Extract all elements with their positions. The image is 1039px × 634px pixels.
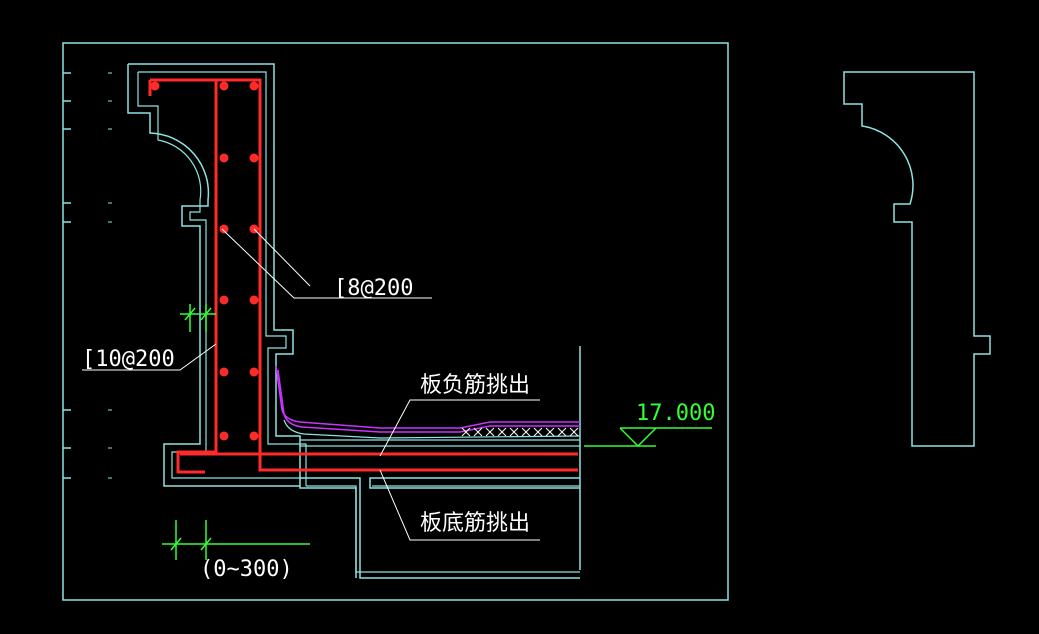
elevation-marker xyxy=(584,427,712,448)
rebar-vertical-left xyxy=(176,80,218,474)
slab-outline xyxy=(300,439,580,573)
waterproof-layer-1 xyxy=(275,365,580,429)
leaders xyxy=(82,228,540,541)
profile-outline xyxy=(843,71,991,447)
side-bar-callout: [10@200 xyxy=(82,347,175,372)
bottom-bar-note: 板底筋挑出 xyxy=(420,511,530,536)
projection-range: (0~300) xyxy=(200,557,293,582)
rebar xyxy=(148,78,578,474)
dimension-side xyxy=(180,304,216,332)
rebar-outer-stirrup xyxy=(150,78,578,472)
stirrup-callout: [8@200 xyxy=(334,276,413,301)
leader-side-bar xyxy=(82,343,217,371)
leader-bottom-bar xyxy=(379,469,540,541)
section-ticks xyxy=(108,72,112,479)
dimension-bottom xyxy=(162,520,310,560)
drawing-frame xyxy=(62,42,729,601)
waterproof-layer-3 xyxy=(283,419,581,439)
parapet-outline-outer xyxy=(127,63,580,579)
leader-stirrup-2 xyxy=(253,228,311,287)
leader-top-bar xyxy=(379,399,540,457)
screed-hatch xyxy=(461,427,579,437)
parapet-outline-inner xyxy=(137,71,307,479)
top-bar-note: 板负筋挑出 xyxy=(420,373,530,398)
frame-ticks xyxy=(63,72,71,479)
elevation-label: 17.000 xyxy=(636,401,715,426)
leader-stirrup xyxy=(221,228,432,299)
waterproof-layer-2 xyxy=(277,369,580,433)
